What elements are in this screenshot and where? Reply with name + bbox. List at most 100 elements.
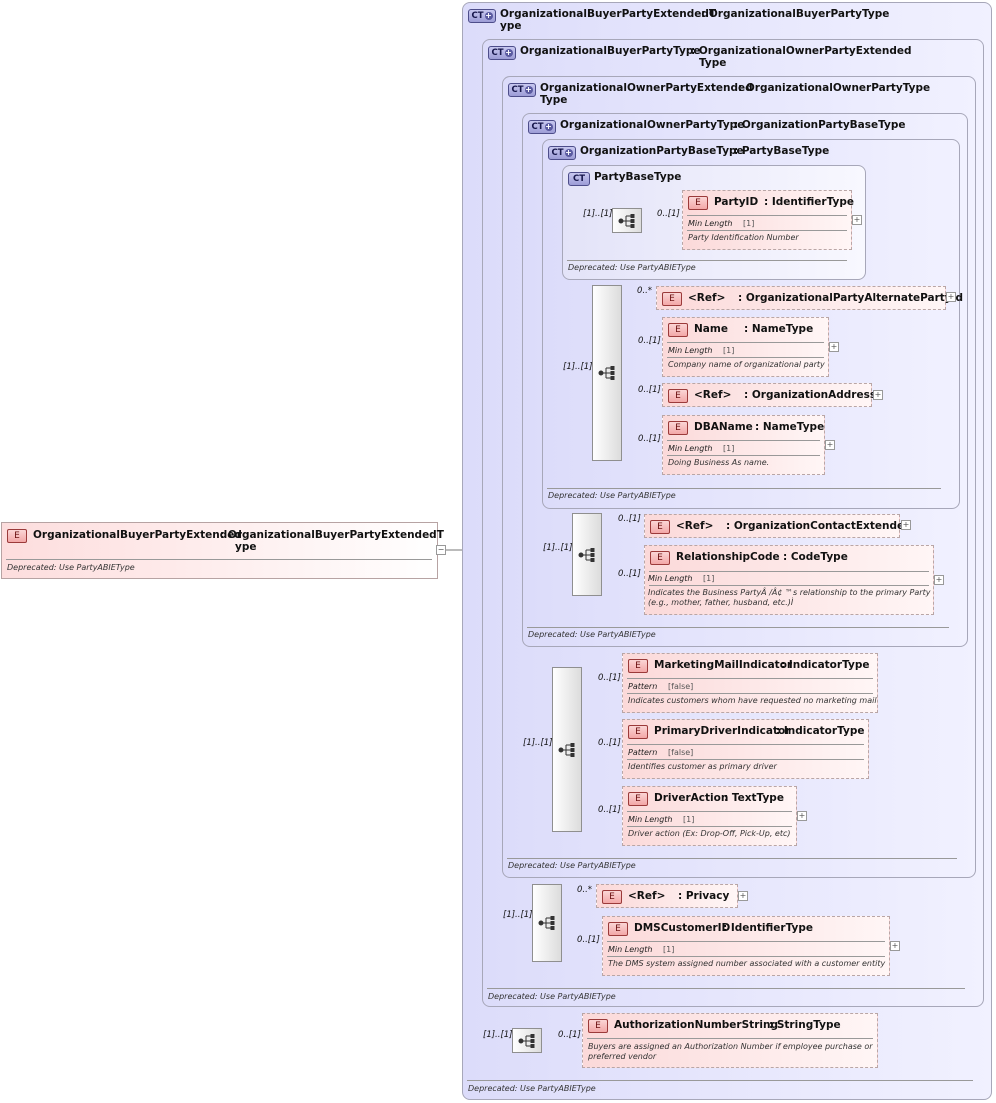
element-type: : OrganizationalPartyAlternatePartyId — [738, 292, 964, 304]
element-name: <Ref> — [688, 292, 726, 304]
element-name: <Ref> — [694, 389, 732, 401]
ct1-deprecated-note: Deprecated: Use PartyABIEType — [468, 1084, 596, 1093]
root-element-box[interactable]: E OrganizationalBuyerPartyExtended : Org… — [1, 522, 444, 579]
element-marketing-mail-indicator[interactable]: E MarketingMailIndicator : IndicatorType… — [622, 653, 878, 713]
expand-icon[interactable]: + — [946, 292, 956, 302]
element-authorization-number[interactable]: E AuthorizationNumberString : StringType… — [582, 1013, 878, 1068]
element-type: : IdentifierType — [764, 196, 854, 208]
element-doc: Buyers are assigned an Authorization Num… — [588, 1042, 873, 1061]
cardinality-label: 0..* — [637, 286, 653, 296]
element-doc: Party Identification Number — [688, 233, 799, 242]
element-dba-name[interactable]: E DBAName : NameType Min Length [1] Doin… — [662, 415, 825, 475]
ct2-type-wrap: Type — [699, 57, 727, 69]
element-doc: The DMS system assigned number associate… — [608, 959, 886, 968]
complex-type-icon: CT+ — [488, 46, 516, 60]
element-relationship-code[interactable]: E RelationshipCode : CodeType Min Length… — [644, 545, 934, 615]
sequence-buyer[interactable] — [532, 884, 562, 962]
expand-icon[interactable]: + — [738, 891, 748, 901]
expand-icon[interactable]: + — [934, 575, 944, 585]
element-name: AuthorizationNumberString — [614, 1019, 778, 1031]
cardinality-label: 0..[1] — [618, 514, 641, 524]
cardinality-label: 0..[1] — [558, 1030, 581, 1040]
ct1-name-wrap: ype — [500, 20, 522, 32]
element-name: RelationshipCode — [676, 551, 780, 563]
expand-icon[interactable]: + — [825, 440, 835, 450]
element-type: : NameType — [755, 421, 825, 433]
complex-type-icon: CT — [568, 172, 590, 186]
expand-icon[interactable]: + — [890, 941, 900, 951]
ct3-type: : OrganizationalOwnerPartyType — [738, 82, 931, 94]
element-badge: E — [628, 792, 648, 806]
element-organization-address[interactable]: E <Ref> : OrganizationAddress — [662, 383, 876, 407]
facet-value: [1] — [723, 346, 735, 355]
root-deprecated-note: Deprecated: Use PartyABIEType — [7, 563, 135, 572]
cardinality-label: 0..[1] — [638, 385, 661, 395]
element-type: : OrganizationContactExtended — [726, 520, 912, 532]
element-party-id[interactable]: E PartyID : IdentifierType Min Length [1… — [682, 190, 854, 250]
ct4-deprecated-note: Deprecated: Use PartyABIEType — [528, 630, 656, 639]
sequence-icon — [618, 213, 635, 228]
cardinality-label: 0..[1] — [657, 209, 680, 219]
root-element-name: OrganizationalBuyerPartyExtended — [33, 529, 242, 541]
cardinality-label: 0..[1] — [577, 935, 600, 945]
collapse-toggle-icon[interactable]: − — [436, 545, 446, 555]
element-name: Name — [694, 323, 728, 335]
element-type: : Privacy — [678, 890, 730, 902]
ct5-name: OrganizationPartyBaseType — [580, 145, 744, 157]
element-dms-customer-id[interactable]: E DMSCustomerID : IdentifierType Min Len… — [602, 916, 890, 976]
cardinality-label: 0..[1] — [598, 805, 621, 815]
element-badge: E — [650, 520, 670, 534]
element-badge: E — [7, 529, 27, 543]
element-badge: E — [662, 292, 682, 306]
element-privacy[interactable]: E <Ref> : Privacy — [596, 884, 738, 908]
root-element-type-wrap: ype — [235, 541, 257, 553]
facet-label: Min Length — [668, 346, 713, 355]
sequence-org-party-base[interactable] — [592, 285, 622, 461]
ct2-deprecated-note: Deprecated: Use PartyABIEType — [488, 992, 616, 1001]
facet-label: Pattern — [628, 748, 658, 757]
cardinality-label: 0..[1] — [638, 434, 661, 444]
element-name: DBAName — [694, 421, 753, 433]
element-type: : StringType — [769, 1019, 841, 1031]
element-name: PartyID — [714, 196, 759, 208]
cardinality-label: [1]..[1] — [583, 209, 613, 219]
element-doc: Doing Business As name. — [668, 458, 770, 467]
sequence-icon — [558, 742, 575, 757]
sequence-party-base[interactable] — [612, 208, 642, 233]
element-doc: Identifies customer as primary driver — [628, 762, 777, 771]
expand-icon[interactable]: + — [797, 811, 807, 821]
sequence-owner[interactable] — [572, 513, 602, 596]
element-organization-contact[interactable]: E <Ref> : OrganizationContactExtended — [644, 514, 912, 538]
expand-icon[interactable]: + — [852, 215, 862, 225]
sequence-owner-extended[interactable] — [552, 667, 582, 832]
element-type: : OrganizationAddress — [744, 389, 877, 401]
ct5-type: : PartyBaseType — [734, 145, 830, 157]
element-primary-driver-indicator[interactable]: E PrimaryDriverIndicator : IndicatorType… — [622, 719, 869, 779]
expand-icon[interactable]: + — [901, 520, 911, 530]
element-badge: E — [628, 725, 648, 739]
facet-label: Min Length — [648, 574, 693, 583]
sequence-auth[interactable] — [512, 1028, 542, 1053]
expand-icon[interactable]: + — [873, 390, 883, 400]
facet-value: [false] — [668, 748, 694, 757]
ct1-name: OrganizationalBuyerPartyExtendedT — [500, 8, 717, 20]
sequence-icon — [518, 1033, 535, 1048]
ct1-type: : OrganizationalBuyerPartyType — [701, 8, 890, 20]
element-type: : CodeType — [783, 551, 848, 563]
cardinality-label: [1]..[1] — [523, 738, 553, 748]
ct2-type: : OrganizationalOwnerPartyExtended — [691, 45, 912, 57]
cardinality-label: 0..[1] — [598, 738, 621, 748]
element-badge: E — [602, 890, 622, 904]
element-type: : IndicatorType — [776, 725, 865, 737]
complex-type-icon: CT+ — [548, 146, 576, 160]
expand-icon[interactable]: + — [829, 342, 839, 352]
element-name-field[interactable]: E Name : NameType Min Length [1] Company… — [662, 317, 829, 377]
sequence-icon — [598, 366, 615, 380]
element-type: : TextType — [724, 792, 784, 804]
element-alternate-party-id[interactable]: E <Ref> : OrganizationalPartyAlternatePa… — [656, 286, 963, 310]
ct4-name: OrganizationalOwnerPartyType — [560, 119, 745, 131]
element-type: : IdentifierType — [723, 922, 813, 934]
ct3-name-wrap: Type — [540, 94, 568, 106]
facet-value: [1] — [683, 815, 695, 824]
element-driver-action[interactable]: E DriverAction : TextType Min Length [1]… — [622, 786, 797, 846]
